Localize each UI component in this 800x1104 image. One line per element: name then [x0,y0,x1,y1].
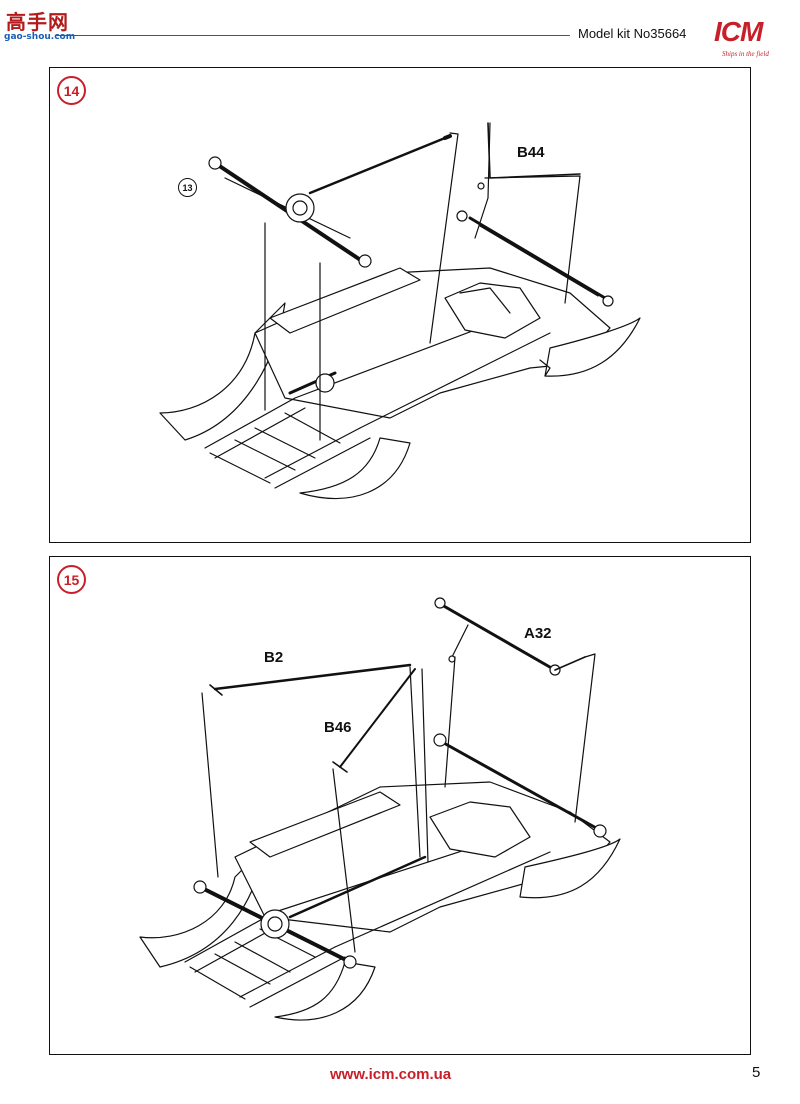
assembly-diagram-step-15 [139,597,621,1021]
brand-logo: ICM Ships in the field [700,14,790,64]
step-number-badge: 14 [57,76,86,105]
brand-logo-text: ICM [714,16,763,47]
watermark-title: 高手网 [6,10,69,34]
part-label-b46: B46 [324,719,352,736]
step-number-badge: 15 [57,565,86,594]
part-label-a32: A32 [524,625,552,642]
step-14-panel: 14 13 B44 [49,67,751,543]
page-number: 5 [752,1064,761,1081]
reference-step-badge: 13 [178,178,197,197]
footer-site-url[interactable]: www.icm.com.ua [330,1066,452,1083]
watermark-logo: 高手网 gao-shou.com [2,4,76,46]
brand-tagline: Ships in the field [722,50,769,58]
part-label-b44: B44 [517,144,545,161]
part-label-b2: B2 [264,649,284,666]
kit-title: Model kit No35664 [578,26,687,41]
assembly-diagram-step-14 [159,122,641,500]
step-15-panel: 15 B2 A32 B46 [49,556,751,1055]
watermark-url: gao-shou.com [4,32,76,42]
header-divider [55,35,570,36]
